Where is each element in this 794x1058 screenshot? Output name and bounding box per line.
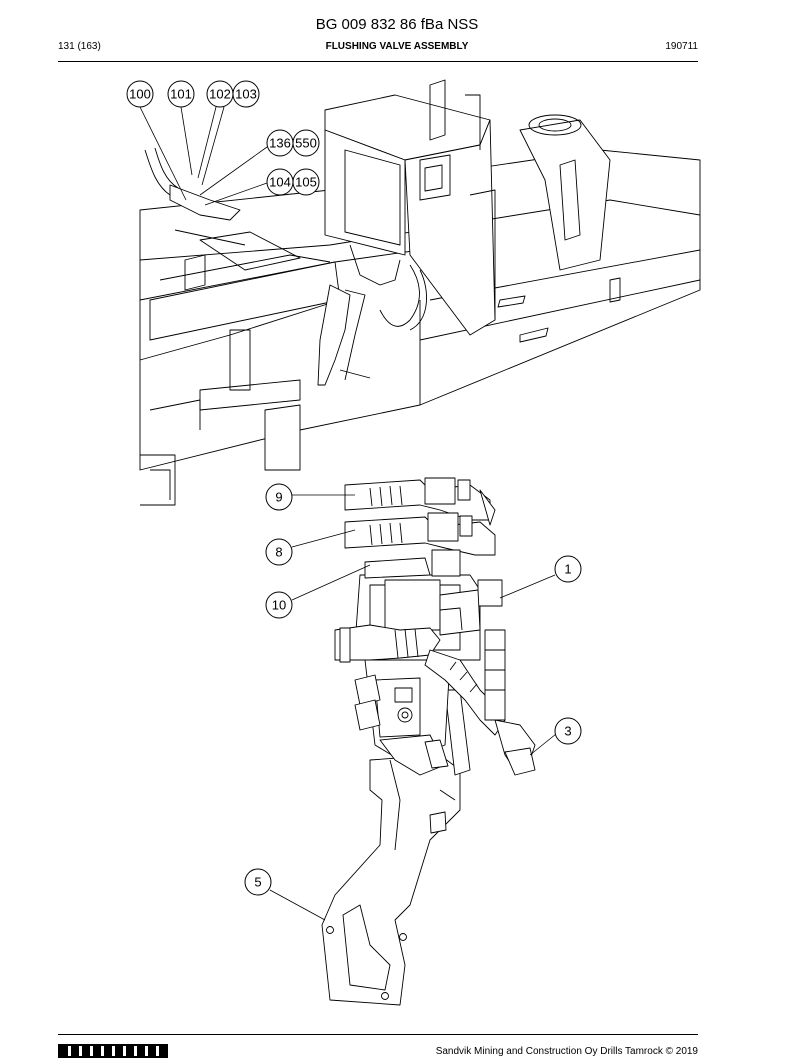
callout-104: 104	[266, 168, 294, 196]
callout-100: 100	[126, 80, 154, 108]
callout-102: 102	[206, 80, 234, 108]
callout-leaders	[139, 106, 557, 921]
callout-bubbles: 100 101 102 103 136 550 104 105	[126, 80, 582, 896]
svg-text:102: 102	[209, 87, 231, 102]
svg-text:100: 100	[129, 87, 151, 102]
document-date: 190711	[665, 41, 698, 52]
svg-text:9: 9	[275, 490, 282, 505]
callout-105: 105	[292, 168, 320, 196]
svg-text:136: 136	[269, 136, 291, 151]
callout-3: 3	[554, 717, 582, 745]
footer-divider	[58, 1034, 698, 1035]
upper-assembly-view	[139, 79, 701, 506]
sandvik-logo	[58, 1044, 168, 1058]
callout-550: 550	[292, 129, 320, 157]
svg-text:8: 8	[275, 545, 282, 560]
svg-text:3: 3	[564, 724, 571, 739]
page-number: 131 (163)	[58, 41, 101, 52]
callout-10: 10	[265, 591, 293, 619]
page-title: FLUSHING VALVE ASSEMBLY	[325, 41, 469, 52]
document-code: BG 009 832 86 fBa NSS	[315, 16, 479, 33]
svg-text:101: 101	[170, 87, 192, 102]
svg-text:550: 550	[295, 136, 317, 151]
svg-text:104: 104	[269, 175, 291, 190]
callout-1: 1	[554, 555, 582, 583]
svg-text:1: 1	[564, 562, 571, 577]
callout-8: 8	[265, 538, 293, 566]
callout-101: 101	[167, 80, 195, 108]
svg-text:103: 103	[235, 87, 257, 102]
svg-text:5: 5	[254, 875, 261, 890]
callout-136: 136	[266, 129, 294, 157]
svg-text:10: 10	[272, 598, 286, 613]
header-divider	[58, 61, 698, 62]
lower-valve-assembly-view	[321, 477, 536, 1006]
callout-103: 103	[232, 80, 260, 108]
footer-copyright: Sandvik Mining and Construction Oy Drill…	[435, 1046, 698, 1057]
svg-text:105: 105	[295, 175, 317, 190]
callout-9: 9	[265, 483, 293, 511]
callout-5: 5	[244, 868, 272, 896]
